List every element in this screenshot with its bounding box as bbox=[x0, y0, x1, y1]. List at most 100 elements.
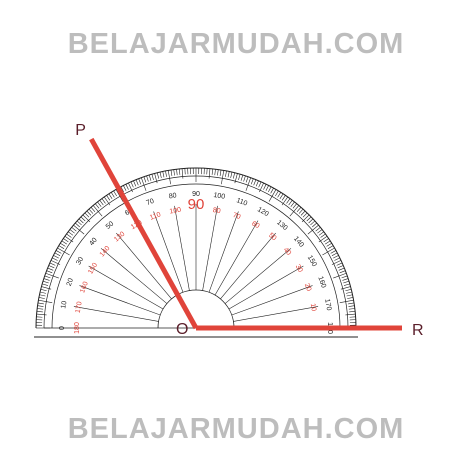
protractor-spoke bbox=[214, 220, 259, 296]
protractor-center-arc bbox=[157, 289, 235, 329]
protractor-tick bbox=[52, 257, 58, 261]
protractor-tick bbox=[243, 175, 246, 182]
protractor-tick bbox=[318, 235, 328, 243]
protractor-tick bbox=[130, 181, 134, 188]
protractor-tick bbox=[345, 289, 352, 292]
protractor-tick bbox=[66, 233, 72, 238]
protractor-tick bbox=[281, 196, 289, 206]
protractor-tick bbox=[138, 178, 142, 185]
protractor-tick bbox=[346, 294, 353, 297]
protractor-tick bbox=[230, 172, 233, 179]
protractor-spoke bbox=[202, 205, 218, 291]
protractor-spoke bbox=[231, 285, 313, 316]
protractor-tick bbox=[286, 198, 291, 204]
protractor-spoke bbox=[233, 306, 319, 322]
protractor-tick bbox=[40, 289, 47, 292]
inner-scale-number: 100 bbox=[169, 207, 182, 216]
protractor-center-label: 90 bbox=[188, 196, 205, 213]
protractor-tick bbox=[78, 218, 84, 224]
protractor-tick bbox=[281, 195, 286, 201]
protractor-tick bbox=[178, 168, 181, 175]
protractor-tick bbox=[36, 313, 47, 316]
protractor-tick bbox=[348, 302, 355, 305]
protractor-tick bbox=[99, 200, 104, 206]
protractor-tick bbox=[41, 286, 52, 290]
protractor-tick bbox=[167, 170, 171, 185]
protractor-tick bbox=[301, 214, 310, 223]
protractor-tick bbox=[345, 313, 356, 316]
protractor-tick bbox=[333, 255, 339, 259]
protractor-tick bbox=[326, 242, 332, 247]
protractor-tick bbox=[317, 229, 323, 234]
protractor-tick bbox=[234, 173, 238, 184]
protractor-tick bbox=[45, 272, 59, 279]
protractor-tick bbox=[330, 250, 337, 254]
protractor-tick bbox=[68, 231, 74, 236]
protractor-tick bbox=[324, 240, 331, 245]
protractor-tick bbox=[341, 275, 348, 279]
protractor-tick bbox=[73, 224, 85, 235]
protractor-tick bbox=[331, 252, 338, 256]
outer-scale-number: 150 bbox=[306, 254, 318, 268]
outer-scale-number: 160 bbox=[316, 276, 327, 289]
protractor-tick bbox=[322, 247, 335, 256]
outer-scale-number: 40 bbox=[88, 237, 98, 248]
protractor-tick bbox=[302, 212, 308, 218]
protractor-tick bbox=[113, 190, 117, 197]
protractor-tick bbox=[240, 174, 244, 181]
watermark-bottom: BELAJARMUDAH.COM bbox=[67, 413, 405, 445]
protractor-tick bbox=[146, 175, 149, 182]
protractor-tick bbox=[338, 267, 345, 271]
protractor-tick bbox=[340, 286, 351, 290]
protractor-tick bbox=[95, 203, 100, 209]
inner-scale-number: 40 bbox=[282, 246, 292, 257]
protractor-tick bbox=[275, 190, 279, 197]
protractor-spoke bbox=[228, 265, 304, 310]
protractor-tick bbox=[110, 192, 115, 198]
protractor-tick bbox=[263, 184, 267, 190]
protractor-tick bbox=[92, 205, 103, 217]
protractor-tick bbox=[310, 220, 316, 226]
protractor-tick bbox=[42, 283, 49, 286]
protractor-tick bbox=[37, 302, 44, 305]
outer-scale-number: 170 bbox=[323, 298, 332, 311]
protractor-tick bbox=[58, 245, 65, 249]
protractor-tick bbox=[148, 174, 152, 181]
protractor-tick bbox=[306, 216, 312, 222]
protractor-tick bbox=[50, 260, 61, 265]
protractor-spoke bbox=[153, 211, 184, 293]
protractor-tick bbox=[36, 310, 43, 313]
protractor-tick bbox=[173, 169, 175, 176]
inner-scale-numbers: 1801701601501401301201101008070605040302… bbox=[74, 207, 318, 334]
protractor-tick bbox=[38, 299, 53, 303]
inner-scale-number: 160 bbox=[79, 281, 90, 294]
protractor-tick bbox=[327, 245, 334, 249]
inner-scale-number: 180 bbox=[74, 322, 81, 334]
outer-scale-number: 30 bbox=[75, 256, 85, 266]
protractor-tick bbox=[57, 247, 70, 256]
protractor-tick bbox=[49, 262, 56, 266]
protractor-tick bbox=[345, 291, 352, 294]
protractor-tick bbox=[37, 305, 44, 307]
protractor-tick bbox=[348, 305, 355, 307]
protractor-tick bbox=[181, 168, 184, 179]
outer-scale-number: 80 bbox=[168, 192, 177, 200]
protractor-tick bbox=[219, 169, 222, 176]
protractor-ticks bbox=[36, 168, 356, 329]
protractor-tick bbox=[227, 171, 230, 178]
protractor-tick bbox=[292, 203, 297, 209]
outer-scale-number: 70 bbox=[145, 198, 155, 207]
protractor-tick bbox=[86, 210, 92, 216]
protractor-spoke bbox=[220, 232, 276, 300]
protractor-tick bbox=[135, 179, 139, 186]
protractor-tick bbox=[63, 238, 69, 243]
protractor-tick bbox=[343, 283, 350, 286]
protractor-tick bbox=[339, 270, 346, 274]
protractor-tick bbox=[97, 201, 102, 207]
protractor-tick bbox=[307, 224, 319, 235]
protractor-tick bbox=[217, 169, 219, 176]
inner-scale-number: 30 bbox=[294, 264, 304, 274]
outer-scale-number: 0 bbox=[59, 326, 66, 330]
protractor-tick bbox=[253, 179, 257, 186]
